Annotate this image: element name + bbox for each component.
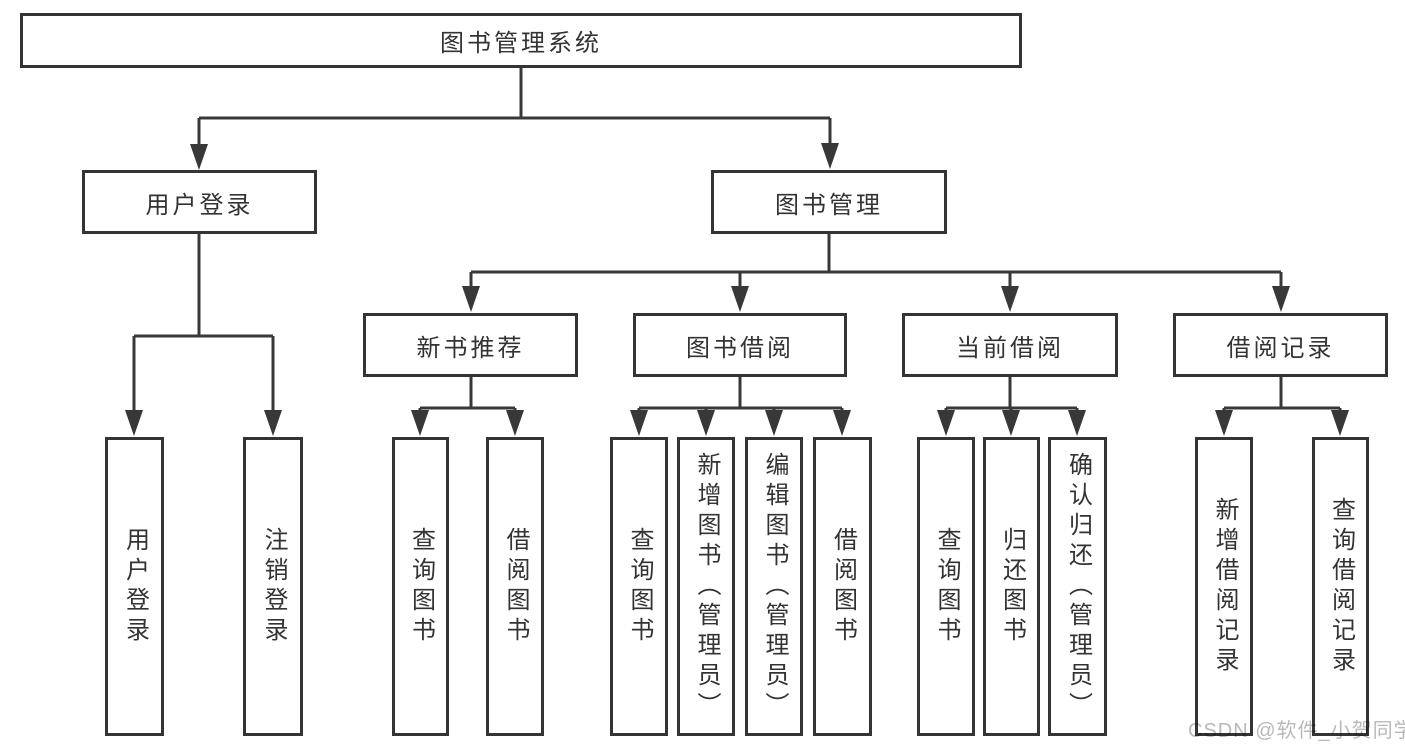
node-nbr-query-books-label: 查询图书 <box>407 526 435 647</box>
node-cb-query-books-label: 查询图书 <box>933 526 960 647</box>
node-current-borrowing: 当前借阅 <box>902 313 1118 377</box>
node-bb-edit-books-admin-label: 编辑图书（管理员） <box>761 451 788 722</box>
node-logout: 注销登录 <box>243 437 303 736</box>
node-cb-confirm-return-admin: 确认归还（管理员） <box>1048 437 1107 736</box>
connector-root-to-level2 <box>190 68 839 170</box>
node-br-query-record: 查询借阅记录 <box>1312 437 1369 736</box>
node-bb-borrow-books-label: 借阅图书 <box>829 526 857 647</box>
node-bb-add-books-admin-label: 新增图书（管理员） <box>693 451 720 722</box>
connector-current-borrowing-children <box>937 377 1086 436</box>
node-bb-edit-books-admin: 编辑图书（管理员） <box>745 437 803 736</box>
node-book-borrowing: 图书借阅 <box>633 313 847 377</box>
node-login-user-label: 用户登录 <box>121 526 149 647</box>
csdn-watermark: CSDN @软件_小贺同学 <box>1188 720 1405 742</box>
node-bb-add-books-admin: 新增图书（管理员） <box>677 437 735 736</box>
node-br-add-record: 新增借阅记录 <box>1195 437 1253 736</box>
connector-new-book-recommend-children <box>411 377 524 436</box>
node-user-login: 用户登录 <box>82 170 317 234</box>
node-root: 图书管理系统 <box>20 13 1022 68</box>
connector-book-management-children <box>462 234 1290 312</box>
node-nbr-borrow-books-label: 借阅图书 <box>502 526 529 647</box>
node-bb-query-books-label: 查询图书 <box>626 526 653 647</box>
connector-book-borrowing-children <box>630 377 851 436</box>
node-bb-query-books: 查询图书 <box>610 437 668 736</box>
connector-borrowing-records-children <box>1215 377 1349 436</box>
node-nbr-borrow-books: 借阅图书 <box>486 437 544 736</box>
node-login-user: 用户登录 <box>105 437 164 736</box>
node-cb-query-books: 查询图书 <box>917 437 975 736</box>
node-borrowing-records: 借阅记录 <box>1173 313 1388 377</box>
node-nbr-query-books: 查询图书 <box>392 437 449 736</box>
node-cb-return-books-label: 归还图书 <box>998 526 1026 647</box>
node-cb-confirm-return-admin-label: 确认归还（管理员） <box>1064 451 1092 722</box>
node-bb-borrow-books: 借阅图书 <box>813 437 872 736</box>
node-br-query-record-label: 查询借阅记录 <box>1327 496 1355 677</box>
connector-user-login-children <box>125 234 282 436</box>
node-book-management: 图书管理 <box>711 170 947 234</box>
node-logout-label: 注销登录 <box>260 526 287 647</box>
node-br-add-record-label: 新增借阅记录 <box>1211 496 1238 677</box>
node-new-book-recommend: 新书推荐 <box>363 313 578 377</box>
node-cb-return-books: 归还图书 <box>983 437 1040 736</box>
